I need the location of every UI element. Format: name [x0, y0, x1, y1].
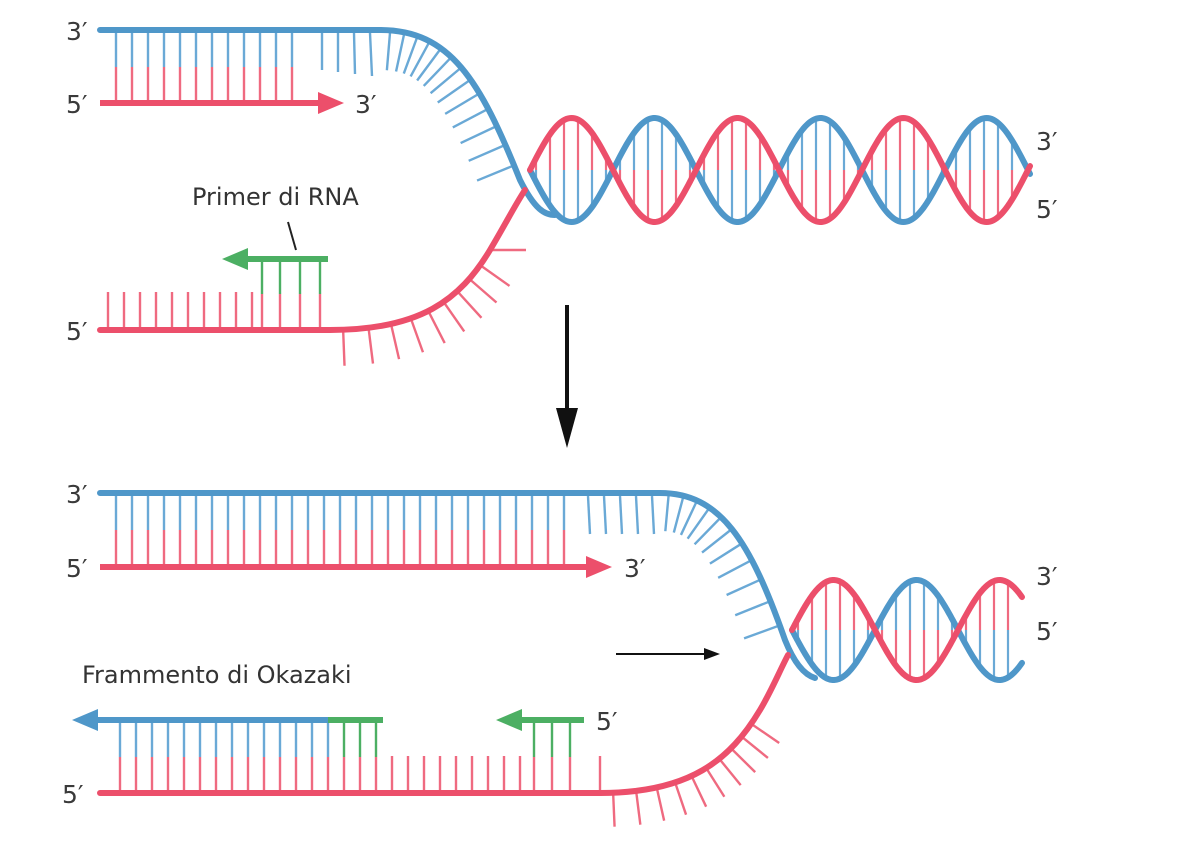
- unpaired-base: [709, 542, 743, 565]
- bottom-panel: 3′ 5′ 3′ 5′ 3′ 5′ 5′ Frammento di Okazak…: [62, 480, 1058, 827]
- unpaired-base: [634, 495, 640, 535]
- top-label-3-prime-helix: 3′: [1036, 127, 1058, 156]
- bottom-okazaki-base-pairs: [118, 723, 378, 790]
- bottom-label-3-prime-helix: 3′: [1036, 562, 1058, 591]
- bottom-upper-template-strand: [97, 490, 818, 681]
- unpaired-base: [618, 495, 624, 535]
- fork-direction-arrowhead: [704, 648, 720, 660]
- unpaired-base: [672, 495, 685, 533]
- top-label-3-prime-upper: 3′: [66, 17, 88, 46]
- okazaki-fragment-label: Frammento di Okazaki: [82, 661, 352, 689]
- unpaired-base: [468, 277, 498, 304]
- unpaired-base: [429, 66, 463, 95]
- unpaired-base: [422, 56, 453, 87]
- unpaired-base: [743, 624, 781, 640]
- bottom-label-5-prime-helix: 5′: [1036, 617, 1058, 646]
- unpaired-base: [586, 495, 592, 535]
- top-rna-primer-arrowhead: [222, 248, 248, 270]
- bottom-lower-template-strand: [97, 652, 791, 796]
- unpaired-base: [730, 747, 757, 773]
- bottom-double-helix: [789, 576, 1025, 684]
- bottom-label-3-prime-leading-tip: 3′: [624, 554, 646, 583]
- unpaired-base: [437, 78, 472, 104]
- top-lower-bases: [106, 248, 526, 366]
- unpaired-base: [416, 47, 442, 82]
- unpaired-base: [389, 323, 401, 360]
- unpaired-base: [468, 143, 506, 162]
- unpaired-base: [634, 790, 642, 825]
- bottom-leading-strand-arrowhead: [586, 556, 612, 578]
- unpaired-base: [718, 758, 742, 786]
- unpaired-base: [409, 40, 431, 78]
- unpaired-base: [717, 559, 753, 579]
- helix-strand-template: [789, 577, 1025, 684]
- unpaired-base: [602, 495, 608, 535]
- unpaired-base: [673, 782, 688, 816]
- top-label-5-prime-helix: 5′: [1036, 195, 1058, 224]
- transition-arrow: [556, 305, 578, 448]
- bottom-upper-base-pairs: [114, 496, 566, 564]
- unpaired-base: [693, 516, 722, 546]
- bottom-label-5-prime-new-primer: 5′: [596, 707, 618, 736]
- top-lower-template-strand: [97, 187, 528, 333]
- unpaired-base: [427, 310, 446, 344]
- unpaired-base: [456, 290, 483, 319]
- unpaired-base: [750, 722, 780, 745]
- unpaired-base: [664, 493, 670, 532]
- top-primer-leader-line: [287, 221, 297, 251]
- unpaired-base: [740, 735, 769, 759]
- unpaired-base: [409, 317, 425, 353]
- unpaired-base: [705, 767, 726, 798]
- unpaired-base: [352, 32, 357, 75]
- unpaired-base: [611, 792, 616, 827]
- top-label-5-prime-lower: 5′: [66, 317, 88, 346]
- unpaired-base: [442, 301, 466, 333]
- unpaired-base: [690, 775, 708, 808]
- top-leading-strand-arrowhead: [318, 92, 344, 114]
- helix-strand-new: [527, 114, 1033, 226]
- primer-label: Primer di RNA: [192, 183, 359, 211]
- unpaired-base: [341, 329, 346, 366]
- top-upper-base-pairs: [114, 33, 294, 100]
- unpaired-base: [701, 528, 733, 554]
- unpaired-base: [726, 578, 762, 597]
- top-label-5-prime-leading: 5′: [66, 90, 88, 119]
- bottom-label-5-prime-lower: 5′: [62, 780, 84, 809]
- unpaired-base: [655, 787, 666, 821]
- bottom-label-5-prime-leading: 5′: [66, 554, 88, 583]
- bottom-upper-unpaired-bases: [586, 493, 781, 640]
- unpaired-base: [367, 327, 375, 364]
- top-double-helix: [527, 114, 1033, 226]
- top-panel: 3′ 5′ 3′ 5′ 3′ 5′ Primer di RNA: [66, 17, 1058, 366]
- unpaired-base: [368, 32, 374, 77]
- top-primer-base-pairs: [260, 262, 322, 327]
- unpaired-base: [479, 264, 511, 287]
- unpaired-base: [402, 35, 419, 74]
- top-upper-template-strand: [97, 27, 558, 218]
- unpaired-base: [394, 32, 406, 72]
- unpaired-base: [734, 599, 771, 617]
- unpaired-base: [650, 495, 656, 535]
- unpaired-base: [476, 164, 515, 182]
- okazaki-fragment-arrowhead: [72, 709, 98, 731]
- bottom-new-rna-primer-arrowhead: [496, 709, 522, 731]
- unpaired-base: [679, 500, 699, 536]
- unpaired-base: [444, 92, 481, 115]
- top-upper-unpaired-bases: [320, 30, 515, 182]
- unpaired-base: [460, 124, 498, 145]
- helix-strand-new: [789, 576, 1025, 683]
- bottom-lower-bases: [390, 722, 780, 827]
- top-label-3-prime-leading-tip: 3′: [355, 90, 377, 119]
- bottom-new-primer-base-pairs: [532, 723, 572, 790]
- unpaired-base: [452, 107, 489, 129]
- bottom-label-3-prime-upper: 3′: [66, 480, 88, 509]
- unpaired-base: [686, 506, 711, 540]
- unpaired-base: [385, 30, 392, 71]
